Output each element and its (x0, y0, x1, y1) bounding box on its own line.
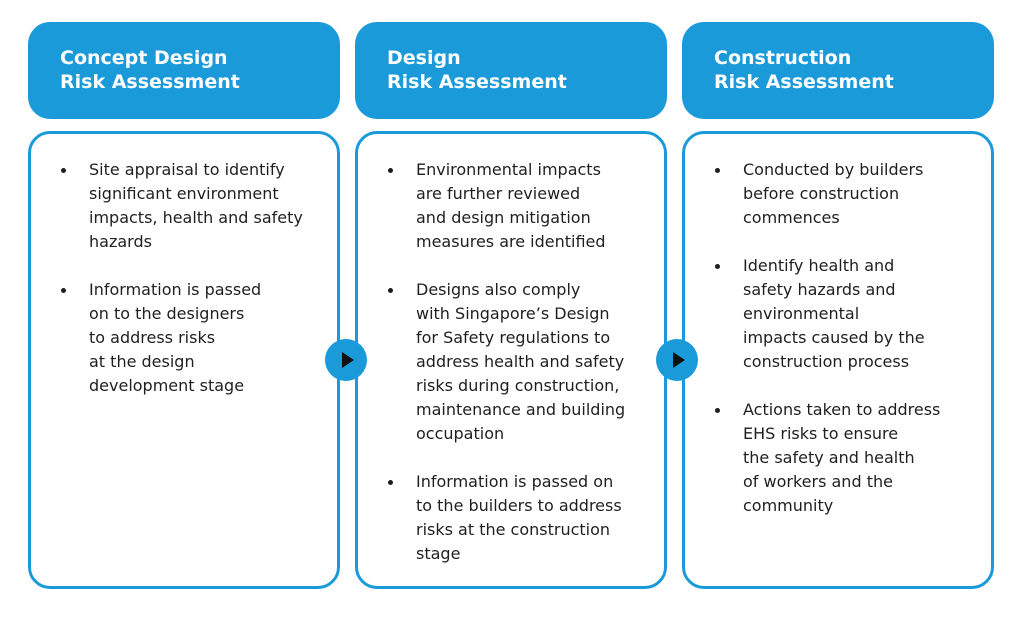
bullet-text-line: the safety and health (743, 448, 915, 467)
bullet-text-line: community (743, 496, 834, 515)
bullet-text-line: and design mitigation (416, 208, 591, 227)
bullet-item: Environmental impacts are further review… (386, 158, 658, 254)
arrow-triangle (342, 352, 354, 368)
stage-title-line: Construction (714, 47, 852, 69)
bullet-dot-icon (388, 168, 393, 173)
bullet-text-line: measures are identified (416, 232, 606, 251)
bullet-item: Actions taken to address EHS risks to en… (713, 398, 985, 518)
bullet-item: Conducted by builders before constructio… (713, 158, 985, 230)
bullet-text-line: occupation (416, 424, 505, 443)
stage-title-line: Risk Assessment (387, 71, 567, 93)
bullet-text-line: Environmental impacts (416, 160, 601, 179)
bullet-text-line: are further reviewed (416, 184, 581, 203)
play-arrow-icon (656, 339, 698, 381)
bullet-dot-icon (715, 264, 720, 269)
bullet-list: Site appraisal to identify significant e… (59, 158, 331, 422)
play-arrow-icon (325, 339, 367, 381)
bullet-item: Identify health and safety hazards and e… (713, 254, 985, 374)
bullet-text-line: stage (416, 544, 461, 563)
bullet-dot-icon (388, 288, 393, 293)
stage-title-line: Design (387, 47, 461, 69)
bullet-text-line: at the design (89, 352, 195, 371)
stage-title-line: Risk Assessment (60, 71, 240, 93)
bullet-item: Designs also comply with Singapore’s Des… (386, 278, 658, 446)
bullet-text-line: Identify health and (743, 256, 895, 275)
bullet-text-line: risks during construction, (416, 376, 620, 395)
bullet-text-line: commences (743, 208, 840, 227)
bullet-text-line: to the builders to address (416, 496, 622, 515)
bullet-text-line: on to the designers (89, 304, 245, 323)
bullet-text-line: with Singapore’s Design (416, 304, 610, 323)
bullet-dot-icon (61, 288, 66, 293)
bullet-dot-icon (715, 168, 720, 173)
bullet-text-line: environmental (743, 304, 860, 323)
bullet-text-line: Designs also comply (416, 280, 581, 299)
bullet-text-line: before construction (743, 184, 900, 203)
arrow-triangle (673, 352, 685, 368)
stage-body-construction: Conducted by builders before constructio… (682, 131, 994, 589)
bullet-text-line: impacts, health and safety (89, 208, 303, 227)
stage-column-concept-design: Concept Design Risk Assessment Site appr… (28, 0, 340, 621)
bullet-text-line: construction process (743, 352, 910, 371)
stage-column-construction: Construction Risk Assessment Conducted b… (682, 0, 994, 621)
stage-title-line: Risk Assessment (714, 71, 894, 93)
bullet-text-line: Information is passed on (416, 472, 614, 491)
bullet-dot-icon (388, 480, 393, 485)
bullet-text-line: of workers and the (743, 472, 893, 491)
bullet-text-line: significant environment (89, 184, 279, 203)
stage-title-line: Concept Design (60, 47, 228, 69)
bullet-text-line: risks at the construction (416, 520, 611, 539)
stage-column-design: Design Risk Assessment Environmental imp… (355, 0, 667, 621)
bullet-text-line: Conducted by builders (743, 160, 924, 179)
bullet-dot-icon (61, 168, 66, 173)
bullet-text-line: EHS risks to ensure (743, 424, 899, 443)
bullet-text-line: Site appraisal to identify (89, 160, 285, 179)
bullet-text-line: impacts caused by the (743, 328, 925, 347)
stage-header-construction: Construction Risk Assessment (682, 22, 994, 119)
bullet-text-line: maintenance and building (416, 400, 626, 419)
bullet-list: Conducted by builders before constructio… (713, 158, 985, 542)
bullet-text-line: development stage (89, 376, 245, 395)
bullet-item: Information is passed on to the designer… (59, 278, 331, 398)
stage-header-design: Design Risk Assessment (355, 22, 667, 119)
bullet-text-line: to address risks (89, 328, 216, 347)
bullet-list: Environmental impacts are further review… (386, 158, 658, 590)
bullet-text-line: hazards (89, 232, 152, 251)
stage-body-design: Environmental impacts are further review… (355, 131, 667, 589)
bullet-text-line: for Safety regulations to (416, 328, 611, 347)
stage-body-concept-design: Site appraisal to identify significant e… (28, 131, 340, 589)
bullet-dot-icon (715, 408, 720, 413)
bullet-text-line: address health and safety (416, 352, 625, 371)
bullet-text-line: Information is passed (89, 280, 262, 299)
bullet-text-line: safety hazards and (743, 280, 896, 299)
bullet-text-line: Actions taken to address (743, 400, 941, 419)
bullet-item: Site appraisal to identify significant e… (59, 158, 331, 254)
bullet-item: Information is passed on to the builders… (386, 470, 658, 566)
stage-header-concept-design: Concept Design Risk Assessment (28, 22, 340, 119)
